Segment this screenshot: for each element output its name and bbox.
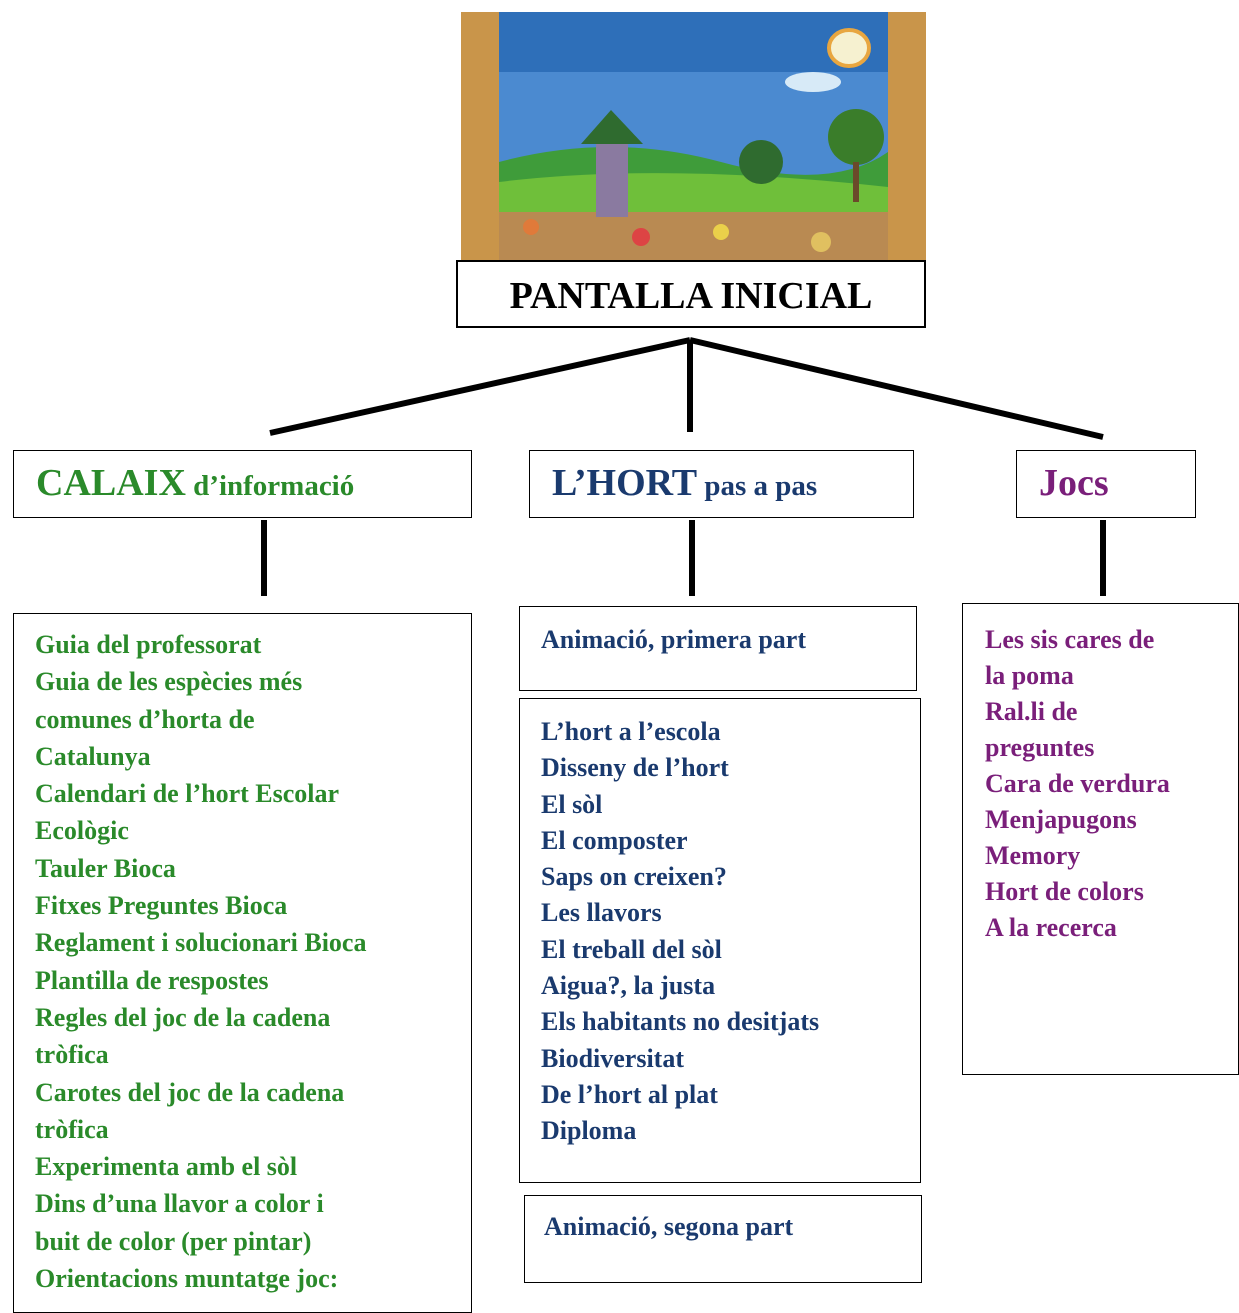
connector-root-right xyxy=(689,337,1104,440)
jocs-list-item[interactable]: Menjapugons xyxy=(985,805,1137,834)
calaix-list-item[interactable]: Ecològic xyxy=(35,816,129,846)
branch-jocs-box[interactable]: Jocs xyxy=(1016,450,1196,518)
hort-list-item[interactable]: El treball del sòl xyxy=(541,934,722,964)
calaix-list-item[interactable]: tròfica xyxy=(35,1040,109,1070)
branch-calaix-box[interactable]: CALAIX d’informació xyxy=(13,450,472,518)
hort-top-box[interactable]: Animació, primera part xyxy=(519,606,917,691)
calaix-list-item[interactable]: Guia de les espècies més xyxy=(35,667,303,697)
hort-list-item[interactable]: Biodiversitat xyxy=(541,1043,684,1073)
branch-calaix-title: CALAIX d’informació xyxy=(36,461,354,505)
branch-hort-box[interactable]: L’HORT pas a pas xyxy=(529,450,914,518)
calaix-list-item[interactable]: Dins d’una llavor a color i xyxy=(35,1189,324,1219)
calaix-list-item[interactable]: Guia del professorat xyxy=(35,630,262,659)
jocs-list-item[interactable]: A la recerca xyxy=(985,913,1117,942)
garden-illustration xyxy=(461,12,926,260)
jocs-list-item[interactable]: Memory xyxy=(985,841,1081,870)
branch-hort-title: L’HORT pas a pas xyxy=(552,461,817,505)
calaix-list-item[interactable]: Catalunya xyxy=(35,741,151,771)
connector-root-left xyxy=(269,337,691,436)
calaix-list-item[interactable]: buit de color (per pintar) xyxy=(35,1226,312,1256)
jocs-list-item[interactable]: la poma xyxy=(985,661,1074,690)
calaix-list-item[interactable]: Plantilla de respostes xyxy=(35,965,269,995)
branch-jocs-title: Jocs xyxy=(1039,462,1109,504)
calaix-list-item[interactable]: Experimenta amb el sòl xyxy=(35,1152,298,1182)
jocs-list-item[interactable]: Cara de verdura xyxy=(985,769,1170,798)
calaix-list-item[interactable]: Carotes del joc de la cadena xyxy=(35,1077,345,1107)
root-node-title: PANTALLA INICIAL xyxy=(509,275,873,317)
branch-hort-title-rest: pas a pas xyxy=(697,470,818,502)
hort-list-item[interactable]: Saps on creixen? xyxy=(541,862,727,892)
branch-calaix-title-main: CALAIX xyxy=(36,462,186,504)
hort-bottom-box[interactable]: Animació, segona part xyxy=(524,1195,922,1283)
hort-list-item[interactable]: Els habitants no desitjats xyxy=(541,1007,820,1037)
jocs-list-item[interactable]: Hort de colors xyxy=(985,877,1144,906)
hort-list-item[interactable]: L’hort a l’escola xyxy=(541,717,721,746)
jocs-list-item[interactable]: preguntes xyxy=(985,733,1095,762)
calaix-list-item[interactable]: Tauler Bioca xyxy=(35,853,176,883)
calaix-list-item[interactable]: Orientacions muntatge joc: xyxy=(35,1264,339,1294)
branch-hort-title-main: L’HORT xyxy=(552,462,698,504)
hort-list-item[interactable]: Aigua?, la justa xyxy=(541,971,716,1001)
hort-list-item[interactable]: Disseny de l’hort xyxy=(541,753,729,783)
calaix-list-item[interactable]: comunes d’horta de xyxy=(35,704,255,734)
hort-list-item[interactable]: Diploma xyxy=(541,1116,637,1146)
calaix-list-item[interactable]: Fitxes Preguntes Bioca xyxy=(35,891,288,921)
branch-calaix-title-rest: d’informació xyxy=(185,470,355,502)
hort-list-item[interactable]: De l’hort al plat xyxy=(541,1079,718,1109)
calaix-list-item[interactable]: Regles del joc de la cadena xyxy=(35,1002,331,1032)
hort-list-item[interactable]: El composter xyxy=(541,825,688,855)
calaix-list-item[interactable]: tròfica xyxy=(35,1114,109,1144)
jocs-list-item[interactable]: Ral.li de xyxy=(985,697,1078,726)
calaix-list-item[interactable]: Reglament i solucionari Bioca xyxy=(35,928,367,958)
hort-list-item[interactable]: Les llavors xyxy=(541,898,662,928)
hort-bottom-label: Animació, segona part xyxy=(544,1212,794,1241)
hort-top-label: Animació, primera part xyxy=(541,625,807,654)
hort-list-item[interactable]: El sòl xyxy=(541,789,603,819)
root-node-box[interactable]: PANTALLA INICIAL xyxy=(456,260,926,328)
calaix-list-item[interactable]: Calendari de l’hort Escolar xyxy=(35,779,340,809)
jocs-list-item[interactable]: Les sis cares de xyxy=(985,625,1155,654)
